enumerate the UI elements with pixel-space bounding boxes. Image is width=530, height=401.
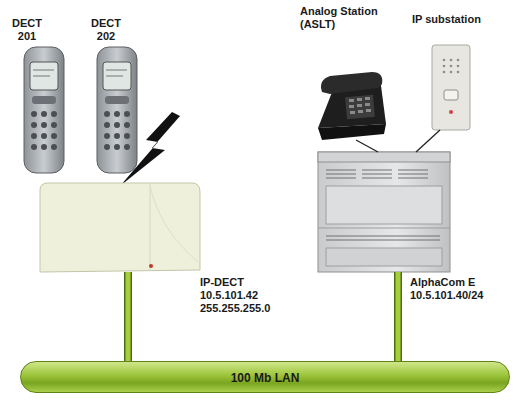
- ip-substation-panel: [432, 45, 470, 130]
- device-label: DECT 201: [4, 17, 50, 43]
- address-label: 10.5.101.42 255.255.255.0: [200, 289, 300, 315]
- dect-base-station: [40, 183, 200, 272]
- exchange-node: AlphaCom E10.5.101.40/24: [318, 152, 450, 272]
- connector-stroke: [416, 130, 440, 152]
- dect-handset: [24, 47, 64, 173]
- connector-stroke: [394, 272, 402, 361]
- analog-telephone: [318, 72, 386, 140]
- radio-bolt: [120, 112, 180, 186]
- device-label: 100 Mb LAN: [21, 371, 509, 385]
- station-wire: [356, 140, 378, 152]
- ip-substation-node: IP substation: [432, 45, 470, 130]
- device-label: IP substation: [412, 13, 507, 26]
- lan-bus: 100 Mb LAN: [20, 361, 510, 393]
- dect-handset-node: DECT 202: [95, 45, 139, 175]
- connector-stroke: [356, 140, 378, 152]
- lan-drop: [398, 272, 399, 361]
- connector-stroke: [396, 272, 401, 361]
- exchange-cabinet: [318, 152, 450, 272]
- device-label: Analog Station (ASLT): [300, 5, 390, 31]
- device-label: IP-DECT: [200, 276, 300, 289]
- device-label: DECT 202: [83, 17, 129, 43]
- dect-handset-node: DECT 201: [22, 45, 66, 175]
- lan-drop: [128, 272, 129, 361]
- dect-base-node: IP-DECT10.5.101.42 255.255.255.0: [38, 183, 200, 272]
- address-label: 10.5.101.40/24: [410, 289, 510, 302]
- dect-handset: [97, 47, 137, 173]
- device-label: AlphaCom E: [410, 276, 510, 289]
- analog-station-node: Analog Station (ASLT): [318, 75, 386, 140]
- station-wire: [416, 130, 440, 152]
- connector-stroke: [124, 272, 132, 361]
- connector-stroke: [126, 272, 131, 361]
